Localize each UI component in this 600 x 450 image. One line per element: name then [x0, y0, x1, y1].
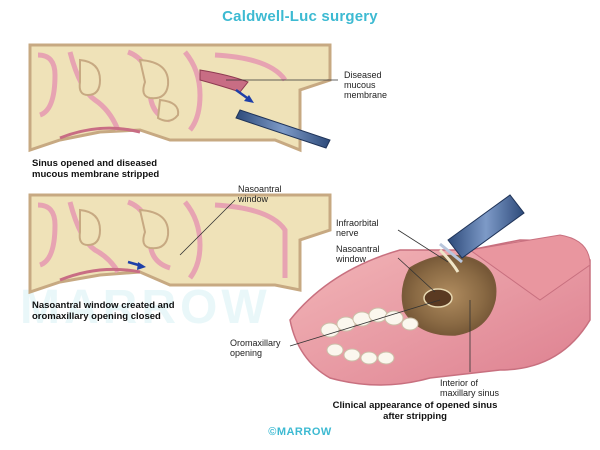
label-line: Nasoantral	[336, 244, 380, 254]
label-line: Diseased	[344, 70, 382, 80]
middle-sinus-section	[28, 193, 332, 295]
clinical-view	[289, 194, 591, 386]
label-line: window	[238, 194, 269, 204]
label-line: maxillary sinus	[440, 388, 500, 398]
top-sinus-section	[28, 43, 338, 153]
caption-top: Sinus opened and diseased mucous membran…	[32, 158, 159, 180]
blue-arrow-icon	[127, 260, 146, 270]
caption-line: oromaxillary opening closed	[32, 311, 161, 322]
label-line: nerve	[336, 228, 359, 238]
label-diseased-mucous-membrane: Diseased mucous membrane	[344, 70, 387, 100]
diagram-title: Caldwell-Luc surgery	[222, 8, 378, 25]
label-line: Infraorbital	[336, 218, 379, 228]
brand-footer: ©MARROW	[268, 426, 332, 438]
caption-middle: Nasoantral window created and oromaxilla…	[32, 300, 175, 322]
caption-line: mucous membrane stripped	[32, 169, 160, 180]
blue-arrow-icon	[235, 88, 254, 103]
caption-line: after stripping	[383, 411, 447, 422]
label-line: Oromaxillary	[230, 338, 281, 348]
label-infraorbital-nerve: Infraorbital nerve	[336, 218, 379, 238]
caption-line: Nasoantral window created and	[32, 300, 175, 311]
label-line: membrane	[344, 90, 388, 100]
label-nasoantral-window-clinical: Nasoantral window	[336, 244, 380, 264]
label-line: mucous	[344, 80, 376, 90]
caption-line: Sinus opened and diseased	[32, 158, 158, 169]
label-line: opening	[230, 348, 263, 358]
label-nasoantral-window-middle: Nasoantral window	[238, 184, 282, 204]
caption-clinical: Clinical appearance of opened sinus afte…	[290, 400, 540, 422]
label-line: Interior of	[440, 378, 479, 388]
label-oromaxillary-opening: Oromaxillary opening	[230, 338, 281, 358]
label-line: Nasoantral	[238, 184, 282, 194]
caption-line: Clinical appearance of opened sinus	[332, 400, 498, 411]
label-interior-maxillary-sinus: Interior of maxillary sinus	[440, 378, 499, 398]
label-line: window	[336, 254, 367, 264]
watermark-bottom: MARROW	[20, 281, 271, 334]
